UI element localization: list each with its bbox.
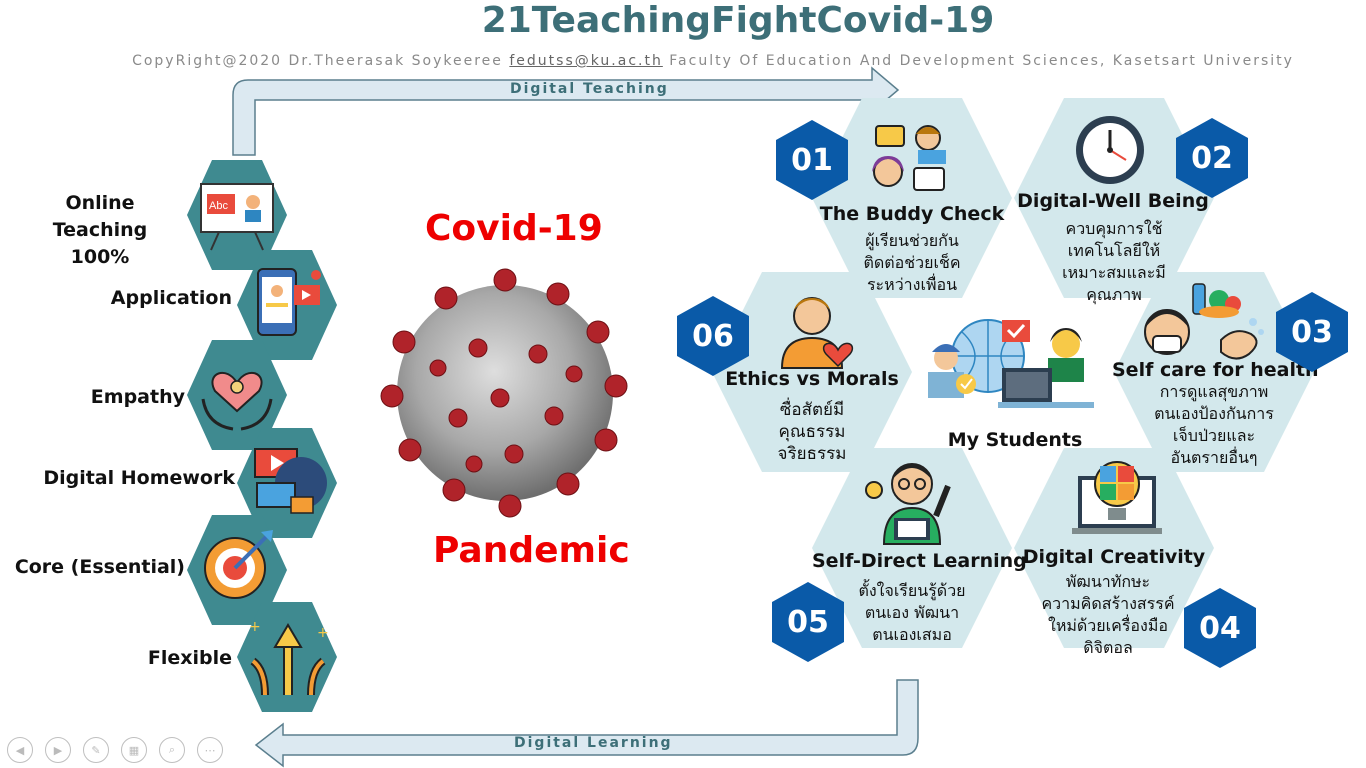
previous-slide-button[interactable]: ◀ xyxy=(7,737,33,763)
item-03-desc: การดูแลสุขภาพ ตนเองป้องกันการ เจ็บป่วยแล… xyxy=(1114,381,1314,469)
page-title: 21TeachingFightCovid-19 xyxy=(481,0,995,41)
clock-icon xyxy=(1076,116,1144,184)
item-06-desc: ซื่อสัตย์มี คุณธรรม จริยธรรม xyxy=(712,399,912,465)
item-01-line: ติดต่อช่วยเช็ค xyxy=(863,253,961,272)
item-06-title: Ethics vs Morals xyxy=(725,368,899,390)
see-all-slides-button[interactable]: ▦ xyxy=(121,737,147,763)
video-homework-icon xyxy=(254,448,327,514)
whiteboard-icon: Abc xyxy=(200,183,274,251)
bottom-arrow-label: Digital Learning xyxy=(514,735,673,751)
item-03-title: Self care for health xyxy=(1112,359,1319,381)
self-learning-icon xyxy=(865,463,951,545)
item-01-line: ระหว่างเพื่อน xyxy=(866,275,958,294)
item-04-line: ดิจิตอล xyxy=(1083,638,1133,657)
left-label-core: Core (Essential) xyxy=(14,556,185,578)
item-01-title: The Buddy Check xyxy=(819,203,1005,225)
item-03-line: เจ็บป่วยและ xyxy=(1172,426,1256,445)
svg-text:Abc: Abc xyxy=(209,200,228,212)
email-link[interactable]: fedutss@ku.ac.th xyxy=(509,53,663,69)
virus-image xyxy=(380,268,628,518)
target-icon xyxy=(204,530,273,599)
item-05-line: ตั้งใจเรียนรู้ด้วย xyxy=(858,581,966,600)
badge-03: 03 xyxy=(1276,292,1348,372)
bottom-arrow xyxy=(254,679,919,768)
buddy-chat-icon xyxy=(872,125,946,191)
item-03-line: ตนเองป้องกันการ xyxy=(1154,404,1274,423)
item-03-line: การดูแลสุขภาพ xyxy=(1159,382,1269,401)
svg-text:+: + xyxy=(249,619,261,635)
item-03-line: อันตรายอื่นๆ xyxy=(1170,448,1258,467)
left-label-online-teaching-line1: Online Teaching xyxy=(52,192,148,241)
item-01-line: ผู้เรียนช่วยกัน xyxy=(865,231,959,250)
left-label-application: Application xyxy=(110,287,232,309)
item-02-line: เทคโนโลยีให้ xyxy=(1067,241,1161,260)
item-02-title: Digital-Well Being xyxy=(1017,190,1209,212)
left-label-flexible: Flexible xyxy=(147,647,232,669)
item-06-line: จริยธรรม xyxy=(777,444,847,464)
left-label-empathy: Empathy xyxy=(90,386,185,408)
item-02-desc: ควบคุมการใช้ เทคโนโลยีให้ เหมาะสมและมี ค… xyxy=(1014,218,1214,306)
hub-label: My Students xyxy=(947,429,1083,451)
copyright-line: CopyRight@2020 Dr.Theerasak Soykeeree fe… xyxy=(0,53,1366,69)
copyright-suffix: Faculty Of Education And Development Sci… xyxy=(669,53,1294,69)
copyright-prefix: CopyRight@2020 Dr.Theerasak Soykeeree xyxy=(132,53,503,69)
heart-hands-icon xyxy=(201,372,273,431)
item-04-desc: พัฒนาทักษะ ความคิดสร้างสรรค์ ใหม่ด้วยเคร… xyxy=(1008,571,1208,659)
covid-label: Covid-19 xyxy=(425,208,603,249)
item-04-line: ใหม่ด้วยเครื่องมือ xyxy=(1048,616,1168,635)
item-02-line: ควบคุมการใช้ xyxy=(1065,219,1163,238)
item-06-line: คุณธรรม xyxy=(778,422,846,442)
next-slide-button[interactable]: ▶ xyxy=(45,737,71,763)
item-04-title: Digital Creativity xyxy=(1022,546,1206,568)
pandemic-label: Pandemic xyxy=(433,530,630,571)
item-02-line: เหมาะสมและมี xyxy=(1062,263,1166,282)
left-label-online-teaching-line2: 100% xyxy=(70,246,130,268)
item-02-line: คุณภาพ xyxy=(1086,285,1142,304)
creativity-bulb-icon xyxy=(1072,461,1162,534)
item-06-line: ซื่อสัตย์มี xyxy=(779,400,845,420)
zoom-button[interactable]: ⌕ xyxy=(159,737,185,763)
item-05-title: Self-Direct Learning xyxy=(812,550,1027,572)
item-04-line: ความคิดสร้างสรรค์ xyxy=(1041,594,1175,613)
item-04-line: พัฒนาทักษะ xyxy=(1065,572,1151,591)
pen-tool-button[interactable]: ✎ xyxy=(83,737,109,763)
item-05-line: ตนเอง พัฒนา xyxy=(864,603,960,622)
item-05-desc: ตั้งใจเรียนรู้ด้วย ตนเอง พัฒนา ตนเองเสมอ xyxy=(812,580,1012,646)
health-mask-icon xyxy=(1144,283,1264,360)
left-label-online-teaching: Online Teaching 100% xyxy=(20,190,180,271)
item-05-line: ตนเองเสมอ xyxy=(872,625,952,644)
item-01-desc: ผู้เรียนช่วยกัน ติดต่อช่วยเช็ค ระหว่างเพ… xyxy=(812,230,1012,296)
mobile-app-icon xyxy=(257,268,321,336)
students-icon xyxy=(928,319,1094,408)
top-arrow-label: Digital Teaching xyxy=(510,81,669,97)
ethics-heart-icon xyxy=(780,297,854,369)
more-options-button[interactable]: ⋯ xyxy=(197,737,223,763)
svg-text:+: + xyxy=(317,625,329,641)
left-label-digital-homework: Digital Homework xyxy=(43,467,235,489)
badge-06: 06 xyxy=(677,296,749,376)
direction-arrows-icon: + + xyxy=(249,619,329,696)
